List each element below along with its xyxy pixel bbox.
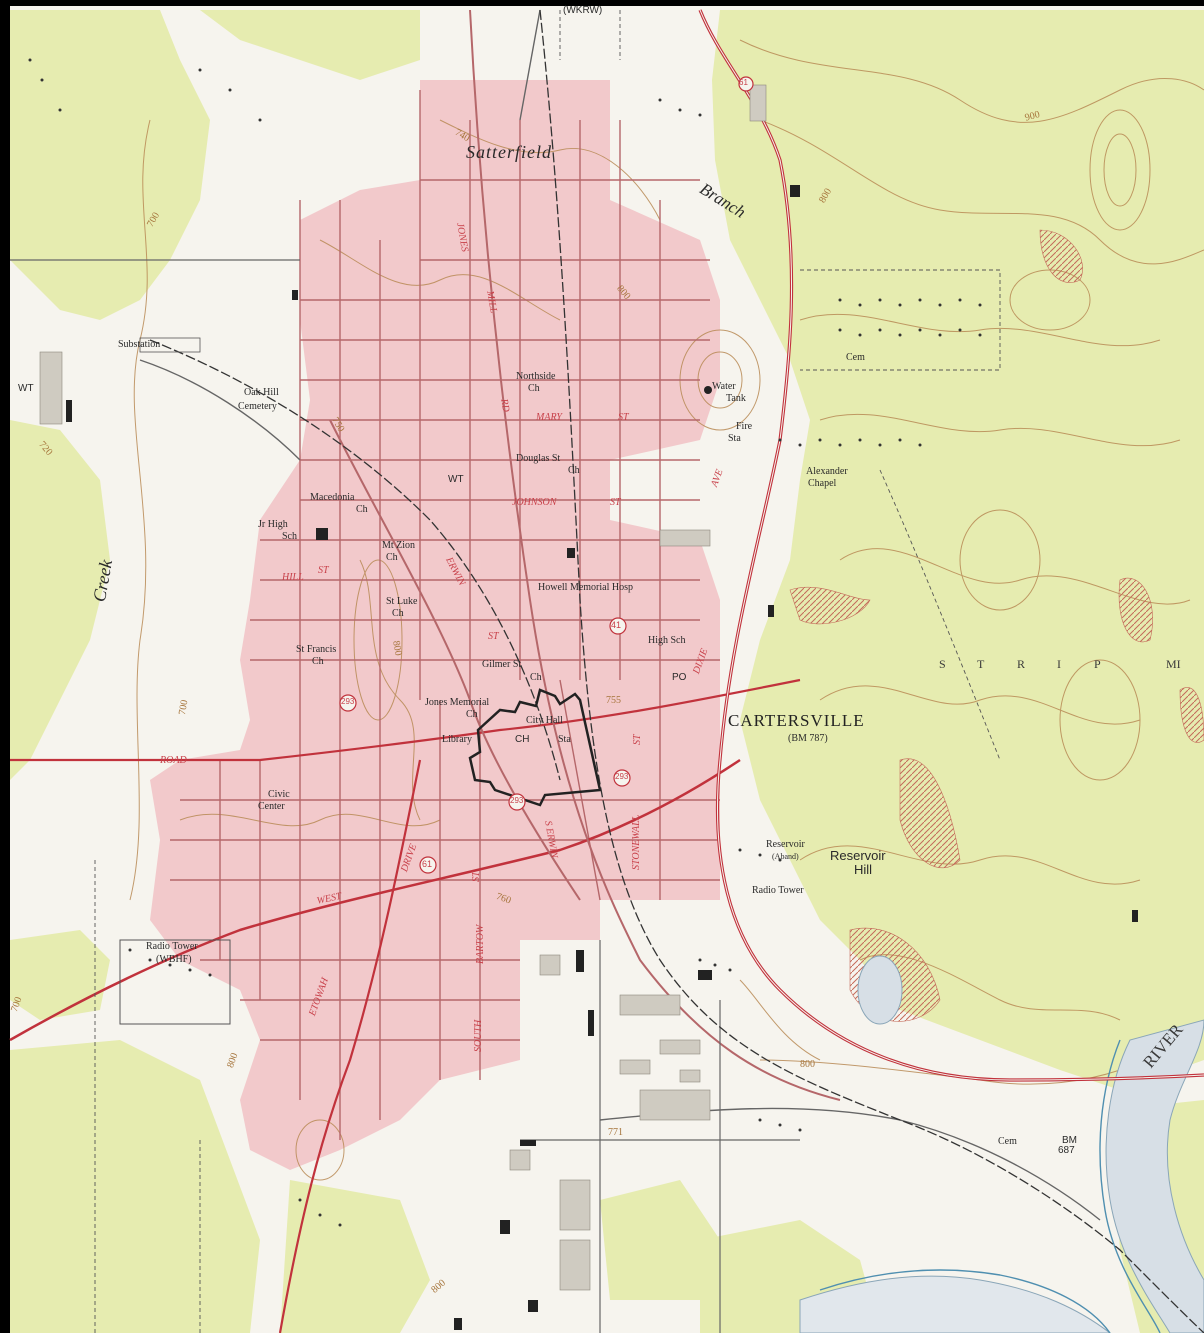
label-wkrw: (WKRW) [563,5,603,16]
label-oak-hill: Oak Hill [244,387,279,398]
label-south: SOUTH [473,1019,484,1052]
route-293-west: 293 [341,697,355,706]
boundary-lines [94,10,1001,1333]
label-road: ROAD [160,755,187,766]
label-strip-r: R [1017,657,1026,671]
label-civic: Civic [268,789,290,800]
label-reservoir-small: Reservoir [766,839,805,850]
contour-label-771: 771 [608,1127,623,1138]
label-chapel: Chapel [808,478,837,489]
label-hill-st-suffix: ST [318,565,329,576]
label-st-francis-ch: Ch [312,656,324,667]
label-jones-mill-rd: RD [498,397,512,413]
label-jr-high: Jr High [258,519,288,530]
label-strip-mi: MI [1166,657,1181,671]
contour-label-800-southeast: 800 [800,1059,815,1070]
label-wt-west: WT [18,383,34,394]
label-radio-tower-east: Radio Tower [752,885,804,896]
label-mt-zion: Mt Zion [382,540,416,551]
label-courthouse: CH [515,734,530,745]
label-northside-ch: Ch [528,383,540,394]
street-grid [170,90,720,1140]
label-macedonia-ch: Ch [356,504,368,515]
label-johnson-st: JOHNSON [512,497,557,508]
label-jones-memorial: Jones Memorial [425,697,490,708]
label-st-luke-ch: Ch [392,608,404,619]
label-fire-sta: Sta [728,433,741,444]
river-edges [819,1039,1161,1333]
label-hill-st: HILL [282,572,304,583]
label-cemetery: Cemetery [238,401,277,412]
label-wt-center: WT [448,474,464,485]
city-limit-outline [468,688,602,807]
label-library: Library [442,734,472,745]
label-bartow-st: ST [471,871,482,882]
contour-label-755: 755 [606,695,621,706]
radio-tower-compound [119,939,231,1025]
label-howell-hospital: Howell Memorial Hosp [538,582,633,593]
label-mary-st-suffix: ST [618,412,629,423]
label-reservoir-aband: (Aband) [772,852,799,861]
route-41-top: 61 [739,78,748,87]
label-jones-memorial-ch: Ch [466,709,478,720]
label-bm: BM [1062,1135,1077,1146]
label-city-hall: City Hall [526,715,563,726]
label-center: Center [258,801,285,812]
label-gilmer-ch: Ch [530,672,542,683]
label-high-sch: High Sch [648,635,686,646]
label-tank: Tank [726,393,746,404]
route-293-center: 293 [510,796,524,805]
label-fire: Fire [736,421,753,432]
label-strip-i: I [1057,657,1061,671]
route-41-north: 41 [611,620,622,630]
label-strip-s: S [939,657,946,671]
label-wbhf: (WBHF) [156,954,192,965]
label-gilmer: Gilmer St [482,659,522,670]
label-station: Sta [558,734,571,745]
label-substation: Substation [118,339,161,350]
substation-area [139,337,201,353]
label-st-luke: St Luke [386,596,418,607]
label-cem-se: Cem [998,1136,1017,1147]
contour-lines [129,39,1204,1181]
contour-label-800-zion: 800 [390,639,404,657]
route-61: 61 [422,859,433,869]
label-macedonia: Macedonia [310,492,355,503]
label-erwin-north-st: ST [488,631,499,642]
label-mt-zion-ch: Ch [386,552,398,563]
route-293-east: 293 [615,772,629,781]
label-douglas: Douglas St [516,453,561,464]
label-douglas-ch: Ch [568,465,580,476]
label-northside: Northside [516,371,556,382]
label-st-francis: St Francis [296,644,337,655]
label-bm-value: 687 [1058,1145,1075,1156]
label-satterfield: Satterfield [466,142,552,162]
label-stonewall-st: ST [632,734,643,745]
large-buildings [39,84,767,1291]
label-stonewall: STONEWALL [631,814,642,870]
label-reservoir-hill-2: Hill [854,862,873,877]
water-tank-symbol [704,386,712,394]
label-alexander: Alexander [806,466,848,477]
railroads [149,9,1204,1333]
label-bartow: BARTOW [475,924,486,964]
label-cartersville-bm: (BM 787) [788,733,828,744]
label-cartersville: CARTERSVILLE [728,711,865,730]
label-radio-tower-west: Radio Tower [146,941,198,952]
label-johnson-st-suffix: ST [610,497,621,508]
water-bodies [799,955,1204,1333]
label-strip-t: T [977,657,985,671]
label-strip-p: P [1094,657,1101,671]
label-jr-high-sch: Sch [282,531,297,542]
label-mary-st: MARY [536,412,562,423]
route-shields [339,76,754,874]
house-dots [28,58,982,1227]
label-cem-ne: Cem [846,352,865,363]
label-water: Water [712,381,736,392]
label-po: PO [672,672,687,683]
label-reservoir-hill-1: Reservoir [830,848,886,863]
